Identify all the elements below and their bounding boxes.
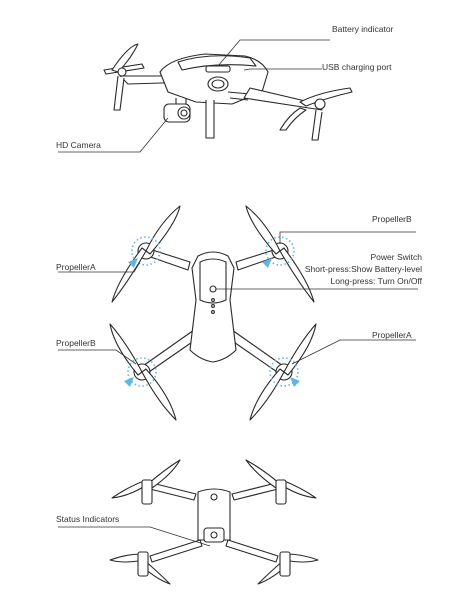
propeller-a-right-leader [291,339,416,365]
battery-indicator-label: Battery indicator [332,24,394,34]
power-switch-title: Power Switch [370,252,423,262]
propeller-b-top-right-label: PropellerB [372,214,412,224]
propeller-b-left-label: PropellerB [56,338,96,348]
drone-top-view [109,205,317,421]
status-indicators-leader [58,526,211,547]
drone-front-view [109,459,319,585]
status-indicators-label: Status Indicators [56,514,120,524]
rotation-arrow-icon [127,236,299,387]
hd-camera-label: HD Camera [56,140,101,150]
propeller-a-left-leader [58,261,141,273]
propeller-b-left-leader [58,349,137,365]
drone-side-view [103,43,353,141]
propeller-b-top-right-leader [279,231,416,244]
hd-camera-leader [58,117,169,153]
propeller-a-right-label: PropellerA [372,330,412,340]
power-switch-short-press: Short-press:Show Battery-level [304,264,422,274]
propeller-a-left-label: PropellerA [56,262,96,272]
usb-charging-port-label: USB charging port [322,62,392,72]
usb-port-leader [243,68,322,71]
battery-indicator-leader [217,39,330,67]
power-switch-long-press: Long-press: Turn On/Off [330,276,423,286]
